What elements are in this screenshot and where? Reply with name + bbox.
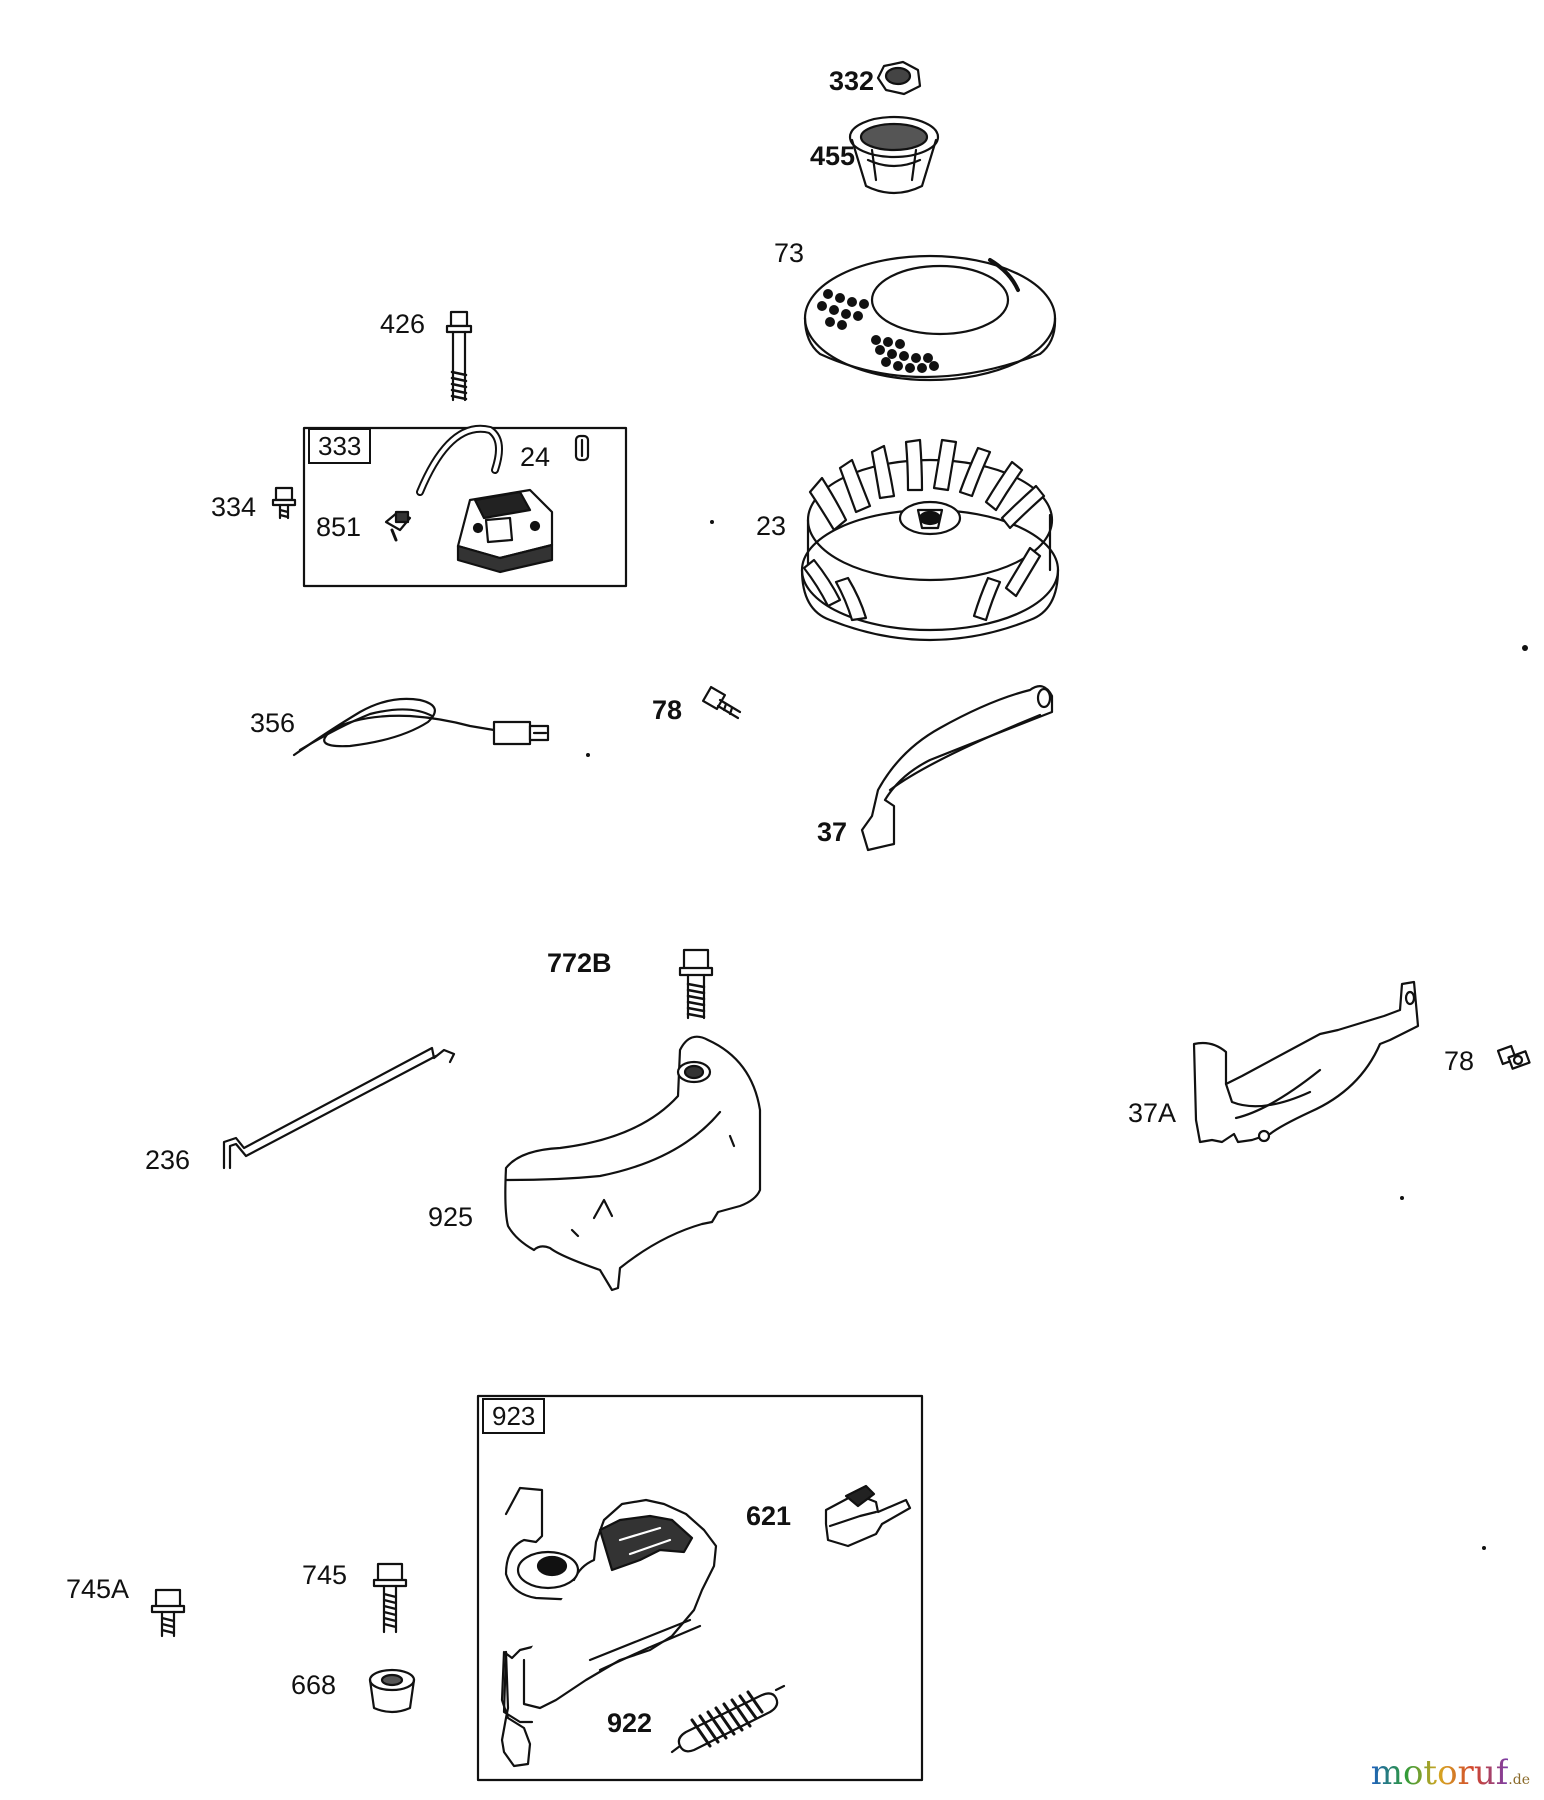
armature-coil-333 (416, 424, 554, 574)
bolt-78-top (701, 685, 742, 720)
label-333: 333 (308, 428, 372, 464)
spacer-668 (368, 1668, 416, 1714)
pin-24 (574, 434, 590, 462)
label-772b: 772B (547, 948, 612, 978)
label-334: 334 (211, 492, 257, 522)
label-332: 332 (829, 66, 875, 96)
hex-nut-332 (876, 60, 922, 96)
bolt-426 (445, 310, 473, 402)
flywheel-23 (800, 438, 1060, 642)
label-78-right: 78 (1444, 1046, 1475, 1076)
rotating-screen-cup-455 (848, 115, 940, 195)
control-bracket-923 (500, 1486, 718, 1768)
label-455: 455 (810, 141, 856, 171)
label-745: 745 (302, 1560, 348, 1590)
rotating-screen-73 (803, 254, 1057, 382)
label-426: 426 (380, 309, 426, 339)
watermark: motoruf.de (1371, 1756, 1530, 1790)
governor-link-236 (222, 1046, 456, 1170)
label-745a: 745A (66, 1574, 130, 1604)
governor-kit-box-923 (476, 1394, 924, 1782)
fuel-tank-925 (504, 1035, 762, 1292)
label-668: 668 (291, 1670, 337, 1700)
bolt-78-right (1496, 1044, 1531, 1070)
label-923: 923 (482, 1398, 546, 1434)
air-vane-37 (860, 685, 1054, 852)
label-37: 37 (817, 817, 848, 847)
label-621: 621 (746, 1501, 792, 1531)
label-356: 356 (250, 708, 296, 738)
label-851: 851 (316, 512, 362, 542)
scan-specks (586, 520, 1528, 1550)
bolt-772b (678, 948, 714, 1020)
label-23: 23 (756, 511, 787, 541)
label-24: 24 (520, 442, 551, 472)
watermark-suffix: .de (1508, 1772, 1530, 1788)
screw-745 (372, 1562, 408, 1634)
screw-334 (271, 486, 297, 520)
label-922: 922 (607, 1708, 653, 1738)
wire-clip-851 (384, 510, 412, 542)
watermark-logo-text: motoruf (1370, 1753, 1509, 1793)
screw-745a (150, 1588, 186, 1638)
label-78-top: 78 (652, 695, 683, 725)
label-925: 925 (428, 1202, 474, 1232)
air-vane-37a (1192, 980, 1420, 1144)
label-236: 236 (145, 1145, 191, 1175)
cable-clip-621 (824, 1484, 912, 1548)
label-73: 73 (774, 238, 805, 268)
ground-wire-356 (292, 697, 550, 757)
governor-spring-922 (670, 1684, 786, 1754)
label-37a: 37A (1128, 1098, 1177, 1128)
